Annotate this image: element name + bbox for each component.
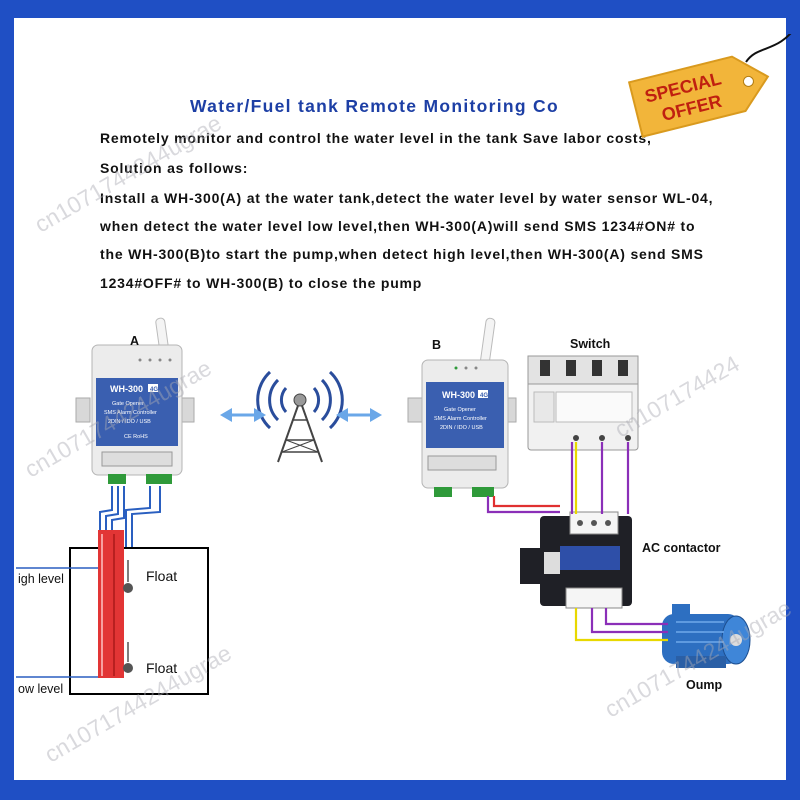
pump-label: Oump — [686, 678, 723, 692]
description-line-6: 1234#OFF# to WH-300(B) to close the pump — [100, 275, 423, 291]
description-line-2: Solution as follows: — [100, 160, 249, 176]
float-label-top: Float — [146, 568, 178, 584]
high-level-label: igh level — [18, 572, 64, 586]
tag-icon: SPECIAL OFFER — [627, 23, 799, 138]
description-line-1: Remotely monitor and control the water l… — [100, 130, 652, 146]
device-a-label: A — [130, 334, 140, 348]
description-line-5: the WH-300(B)to start the pump,when dete… — [100, 246, 704, 262]
device-b-label: B — [432, 338, 442, 352]
contactor-label: AC contactor — [642, 541, 721, 555]
low-level-label: ow level — [18, 682, 64, 696]
description-line-3: Install a WH-300(A) at the water tank,de… — [100, 190, 714, 206]
page-title: Water/Fuel tank Remote Monitoring Co — [190, 96, 559, 116]
special-offer-tag: SPECIAL OFFER — [627, 23, 799, 159]
description-line-4: when detect the water level low level,th… — [100, 218, 696, 234]
switch-label: Switch — [570, 337, 611, 351]
float-label-bottom: Float — [146, 660, 178, 676]
